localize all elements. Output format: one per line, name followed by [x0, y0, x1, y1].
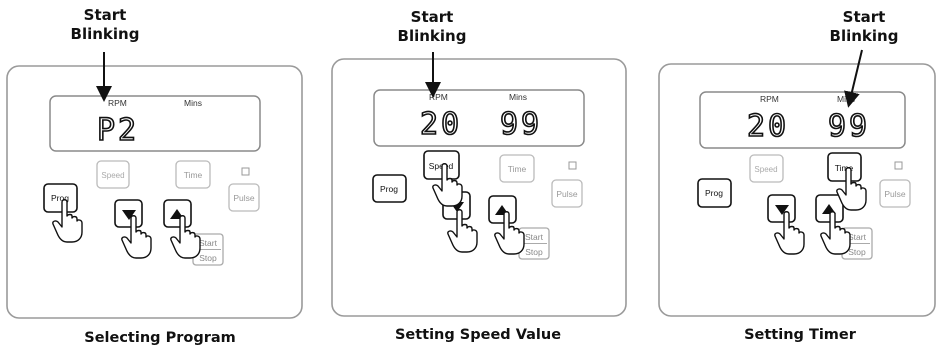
down-button[interactable] [767, 194, 796, 223]
pulse-button[interactable]: Pulse [551, 179, 583, 208]
lcd-display [699, 91, 906, 149]
stop-label: Stop [525, 247, 543, 257]
annotation-line-1: Start [842, 8, 886, 26]
mins-label: Mins [837, 94, 855, 104]
hand-pointer-icon [820, 211, 851, 255]
panel-selecting-program: Start Blinking RPM Mins P2 Speed Time [0, 0, 316, 351]
down-arrow-icon [122, 210, 136, 220]
pulse-button[interactable]: Pulse [879, 179, 911, 208]
annotation-line-2: Blinking [70, 25, 140, 43]
prog-label: Prog [380, 184, 398, 194]
display-left-value: P2 [97, 113, 139, 148]
down-arrow-icon [775, 205, 789, 215]
hand-pointer-icon [494, 211, 525, 255]
start-stop-button[interactable]: Start Stop [518, 227, 550, 260]
start-label: Start [525, 232, 544, 242]
blink-arrow [844, 49, 863, 108]
panel-1-diagram: RPM Mins P2 Speed Time Pulse Prog [6, 52, 303, 319]
pulse-button[interactable]: Pulse [228, 183, 260, 212]
up-button[interactable] [163, 199, 192, 228]
start-blinking-annotation: Start Blinking [372, 8, 492, 46]
display-left-value: 20 [420, 107, 462, 142]
panel-setting-speed-value: Start Blinking RPM Mins 20 99 Speed Time… [316, 0, 632, 351]
down-button[interactable] [114, 199, 143, 228]
rpm-label: RPM [760, 94, 779, 104]
panel-2-diagram: RPM Mins 20 99 Speed Time Pulse Prog [331, 52, 627, 317]
pulse-label: Pulse [884, 189, 906, 199]
hand-pointer-icon [432, 163, 463, 207]
controller-body [331, 58, 627, 317]
up-button[interactable] [488, 195, 517, 224]
start-label: Start [199, 238, 218, 248]
controller-body [658, 63, 936, 317]
caption-setting-timer: Setting Timer [744, 327, 856, 343]
prog-button[interactable]: Prog [697, 178, 732, 208]
start-blinking-annotation: Start Blinking [804, 8, 924, 46]
time-label: Time [835, 163, 854, 173]
time-label: Time [508, 164, 527, 174]
controller-body [6, 65, 303, 319]
speed-button[interactable]: Speed [749, 154, 784, 183]
speed-label: Speed [101, 171, 124, 180]
speed-label: Speed [429, 161, 454, 171]
hand-pointer-icon [447, 209, 478, 253]
time-button[interactable]: Time [175, 160, 211, 189]
prog-button[interactable]: Prog [43, 183, 78, 213]
panel-setting-timer: Start Blinking RPM Mins 20 99 Speed Time… [632, 0, 948, 351]
annotation-line-2: Blinking [397, 27, 467, 45]
pulse-label: Pulse [233, 193, 255, 203]
stop-label: Stop [848, 247, 866, 257]
lcd-display [373, 89, 585, 147]
annotation-line-1: Start [83, 6, 127, 24]
start-blinking-annotation: Start Blinking [45, 6, 165, 44]
pulse-led-icon [568, 161, 577, 170]
hand-pointer-icon [52, 199, 83, 243]
display-right-value: 99 [828, 109, 870, 144]
display-right-value: 99 [500, 107, 542, 142]
hand-pointer-icon [836, 167, 867, 211]
stop-label: Stop [199, 253, 217, 263]
annotation-line-1: Start [410, 8, 454, 26]
hand-pointer-icon [121, 215, 152, 259]
start-label: Start [848, 232, 867, 242]
prog-label: Prog [51, 193, 69, 203]
caption-setting-speed-value: Setting Speed Value [394, 327, 562, 343]
mins-label: Mins [509, 92, 527, 102]
pulse-label: Pulse [556, 189, 578, 199]
pulse-led-icon [241, 167, 250, 176]
rpm-label: RPM [429, 92, 448, 102]
lcd-display [49, 95, 261, 152]
start-stop-button[interactable]: Start Stop [841, 227, 873, 260]
caption-selecting-program: Selecting Program [84, 330, 236, 346]
speed-label: Speed [754, 165, 777, 174]
annotation-line-2: Blinking [829, 27, 899, 45]
speed-button[interactable]: Speed [96, 160, 130, 189]
mins-label: Mins [184, 98, 202, 108]
time-button[interactable]: Time [499, 154, 535, 183]
hand-pointer-icon [170, 215, 201, 259]
time-button[interactable]: Time [827, 152, 862, 182]
pulse-led-icon [894, 161, 903, 170]
panel-3-diagram: RPM Mins 20 99 Speed Time Pulse Prog [658, 49, 936, 317]
rpm-label: RPM [108, 98, 127, 108]
prog-label: Prog [705, 188, 723, 198]
hand-pointer-icon [774, 211, 805, 255]
prog-button[interactable]: Prog [372, 174, 407, 203]
time-label: Time [184, 170, 203, 180]
display-left-value: 20 [747, 109, 789, 144]
